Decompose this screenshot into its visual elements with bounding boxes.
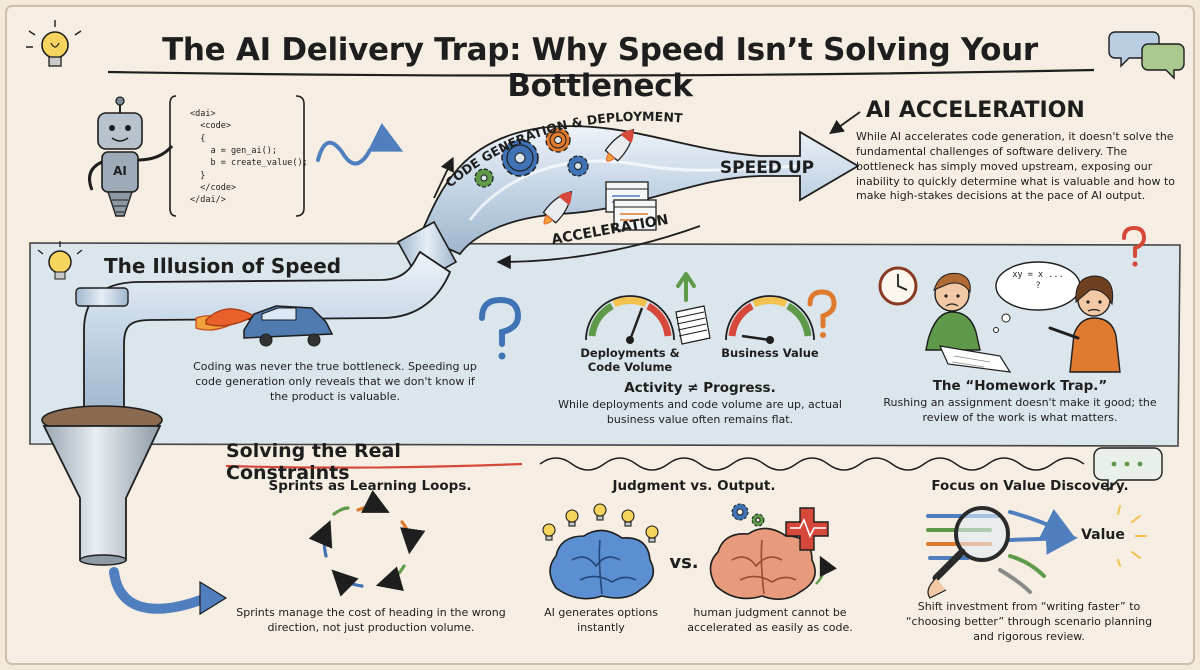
ai-acceleration-heading: AI ACCELERATION — [866, 98, 1085, 123]
constraints-heading: Solving the Real Constraints — [226, 440, 401, 484]
gear-icon — [501, 139, 539, 177]
browser-window-icon — [605, 181, 657, 231]
ai-generates-body: AI generates options instantly — [544, 606, 658, 634]
thought-bubble-text: xy = x ... ? — [1012, 270, 1064, 292]
svg-text:CODE GENERATION & DEPLOYMENT: CODE GENERATION & DEPLOYMENT — [442, 109, 683, 191]
acceleration-arrow — [496, 225, 701, 270]
homework-body: Rushing an assignment doesn't make it go… — [883, 396, 1157, 424]
student-icon — [925, 272, 1012, 373]
value-discovery-title: Focus on Value Discovery. — [931, 478, 1129, 494]
value-sparkle-icon — [1117, 505, 1147, 567]
ai-brain-icon — [549, 529, 655, 600]
human-judgment-body: human judgment cannot be accelerated as … — [687, 606, 853, 634]
gear-icon — [751, 513, 765, 527]
section-divider — [539, 457, 1085, 471]
speed-up-label: SPEED UP — [719, 158, 815, 178]
teacher-icon — [1048, 275, 1121, 373]
learning-loop-icon — [308, 489, 426, 597]
chat-bubble-icon — [1093, 447, 1163, 492]
gear-icon — [567, 155, 589, 177]
cycle-arrow — [815, 555, 838, 585]
activity-title: Activity ≠ Progress. — [624, 380, 776, 396]
question-mark-icon — [1122, 225, 1147, 267]
pipe-arc-label: CODE GENERATION & DEPLOYMENT — [430, 96, 730, 196]
human-brain-icon — [709, 527, 816, 600]
illusion-pipe — [83, 250, 452, 416]
question-mark-icon — [479, 296, 522, 360]
funnel-icon — [41, 405, 163, 566]
rocket-icon — [542, 190, 573, 225]
page-title: The AI Delivery Trap: Why Speed Isn’t So… — [162, 32, 1038, 104]
car-icon — [195, 305, 334, 347]
value-label: Value — [1081, 527, 1125, 543]
question-mark-icon — [807, 289, 837, 338]
code-bracket-right — [295, 95, 305, 217]
funnel-output-arrow — [109, 567, 211, 614]
sprints-body: Sprints manage the cost of heading in th… — [236, 606, 506, 634]
robot-label: AI — [113, 164, 127, 178]
business-value-gauge-label: Business Value — [721, 346, 819, 360]
homework-title: The “Homework Trap.” — [932, 378, 1108, 394]
deployments-gauge-icon — [585, 295, 675, 344]
ai-heading-arrow — [829, 111, 861, 135]
deployments-gauge-label: Deployments & Code Volume — [580, 346, 680, 375]
illusion-body: Coding was never the true bottleneck. Sp… — [193, 360, 477, 403]
business-value-gauge-icon — [725, 295, 815, 344]
magnifying-glass-icon — [927, 506, 1010, 599]
title-underline — [107, 68, 1095, 77]
value-discovery-body: Shift investment from “writing faster” t… — [905, 600, 1153, 643]
code-bracket-left — [169, 95, 177, 217]
sprints-title: Sprints as Learning Loops. — [268, 478, 472, 494]
lightbulb-icon — [37, 241, 83, 280]
ai-acceleration-body: While AI accelerates code generation, it… — [856, 130, 1175, 203]
medical-cross-icon — [785, 507, 829, 551]
rocket-icon — [604, 128, 635, 162]
gear-icon — [545, 127, 571, 153]
robot-icon — [88, 96, 174, 217]
gear-icon — [731, 503, 749, 521]
judgment-title: Judgment vs. Output. — [612, 478, 776, 494]
squiggle-arrow — [316, 122, 404, 166]
code-snippet: <dai> <code> { a = gen_ai(); b = create_… — [190, 109, 308, 206]
pipe-entry-arrow — [433, 156, 454, 199]
speech-bubbles-icon — [1108, 31, 1185, 80]
versus-label: vs. — [669, 552, 699, 573]
gear-icon — [474, 168, 494, 188]
clock-icon — [878, 266, 918, 306]
constraints-underline — [225, 462, 523, 469]
idea-bulbs-icon — [542, 503, 659, 543]
lightbulb-icon — [26, 20, 82, 67]
illusion-heading: The Illusion of Speed — [104, 254, 342, 278]
activity-body: While deployments and code volume are up… — [558, 398, 842, 426]
document-stack-icon — [675, 272, 711, 345]
